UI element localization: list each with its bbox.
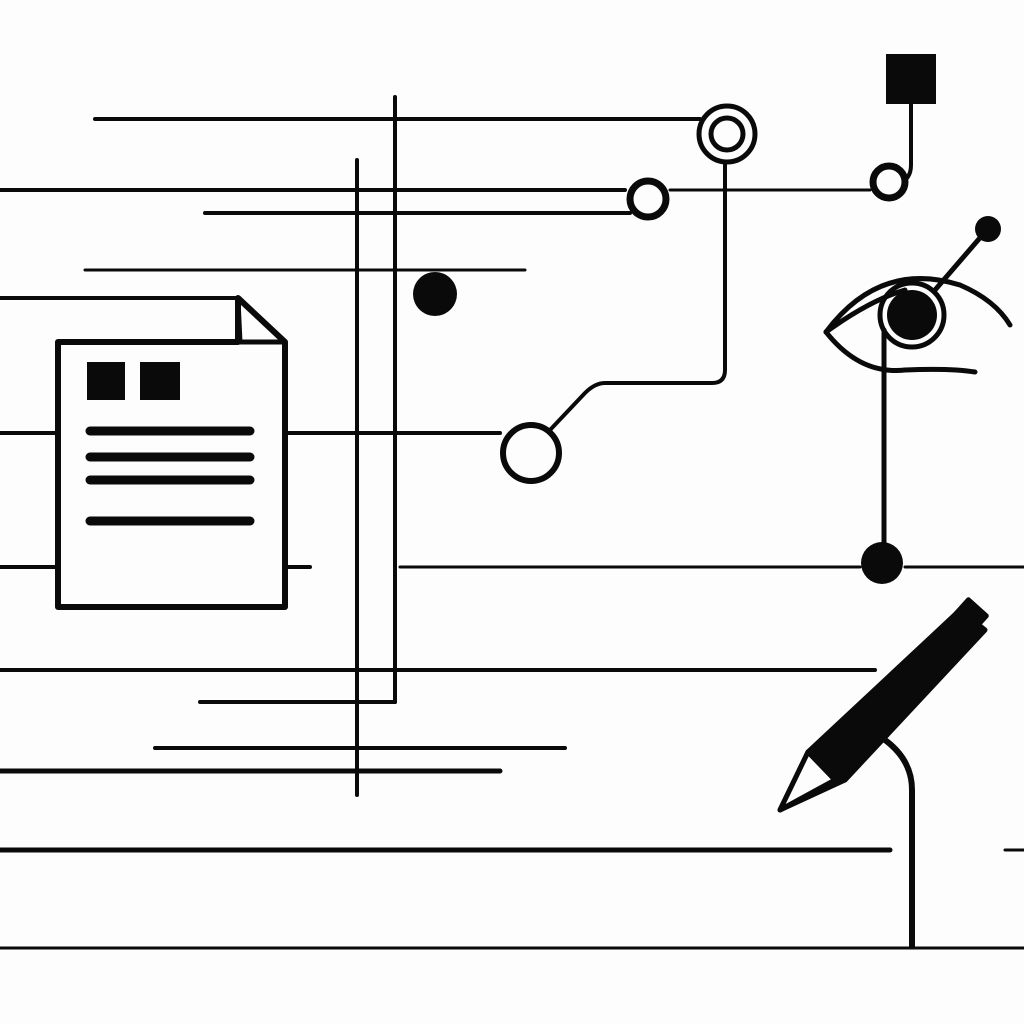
node-icon (413, 272, 457, 316)
document-icon (55, 295, 288, 610)
pen-icon (777, 597, 989, 948)
node-icon (626, 177, 670, 221)
square-node-icon (886, 54, 936, 104)
network-nodes (413, 54, 936, 484)
node-icon (708, 115, 746, 153)
node-icon (500, 422, 562, 484)
eye-icon (823, 216, 1013, 584)
node-icon (869, 162, 909, 202)
node-icon (696, 103, 758, 165)
connector-line (548, 162, 727, 432)
